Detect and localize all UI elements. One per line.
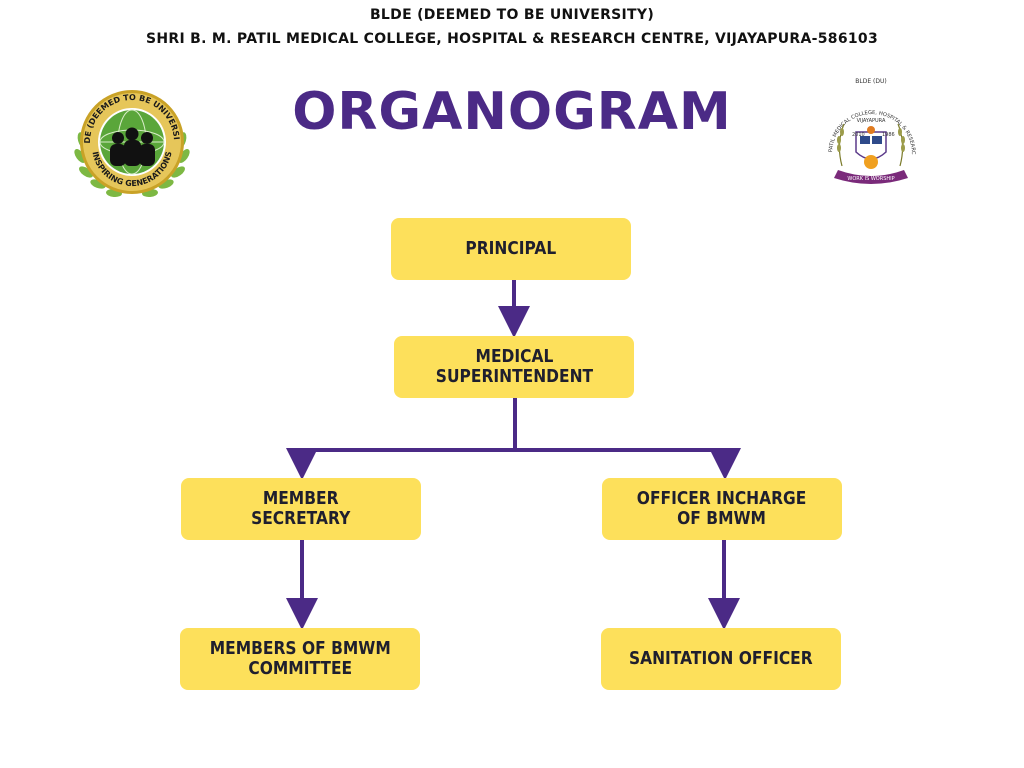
officer-incharge-label: OFFICER INCHARGE OF BMWM (637, 488, 807, 529)
member-secretary-box: MEMBER SECRETARY (181, 478, 421, 540)
officer-incharge-box: OFFICER INCHARGE OF BMWM (602, 478, 842, 540)
right-logo-year-left: 2010 (852, 132, 865, 138)
sanitation-officer-box: SANITATION OFFICER (601, 628, 841, 690)
university-name: BLDE (DEEMED TO BE UNIVERSITY) (369, 7, 655, 23)
connector-ms-trunk (286, 398, 517, 480)
right-logo-ribbon-text: WORK IS WORSHIP (847, 176, 894, 182)
page-title: ORGANOGRAM (292, 82, 732, 142)
principal-box: PRINCIPAL (391, 218, 631, 280)
right-logo-top-text-1: BLDE (DU) (855, 78, 886, 85)
member-secretary-label: MEMBER SECRETARY (251, 488, 351, 529)
college-name: SHRI B. M. PATIL MEDICAL COLLEGE, HOSPIT… (145, 31, 879, 47)
medical-superintendent-label: MEDICAL SUPERINTENDENT (435, 346, 593, 387)
right-logo-year-right: 1986 (882, 132, 895, 138)
principal-label: PRINCIPAL (465, 238, 557, 259)
right-logo-top-text-2: VIJAYAPURA (857, 118, 886, 124)
sanitation-officer-label: SANITATION OFFICER (629, 648, 813, 669)
connector-ms-to-officer (513, 448, 741, 480)
blde-university-logo: BLDE (DEEMED TO BE UNIVERSITY) INSPIRING… (68, 80, 190, 198)
medical-superintendent-box: MEDICAL SUPERINTENDENT (394, 336, 634, 398)
members-committee-box: MEMBERS OF BMWM COMMITTEE (180, 628, 420, 690)
members-committee-label: MEMBERS OF BMWM COMMITTEE (209, 638, 391, 679)
bm-patil-college-logo: BLDE (DU) SHRI B. M. PATIL MEDICAL COLLE… (816, 74, 916, 184)
